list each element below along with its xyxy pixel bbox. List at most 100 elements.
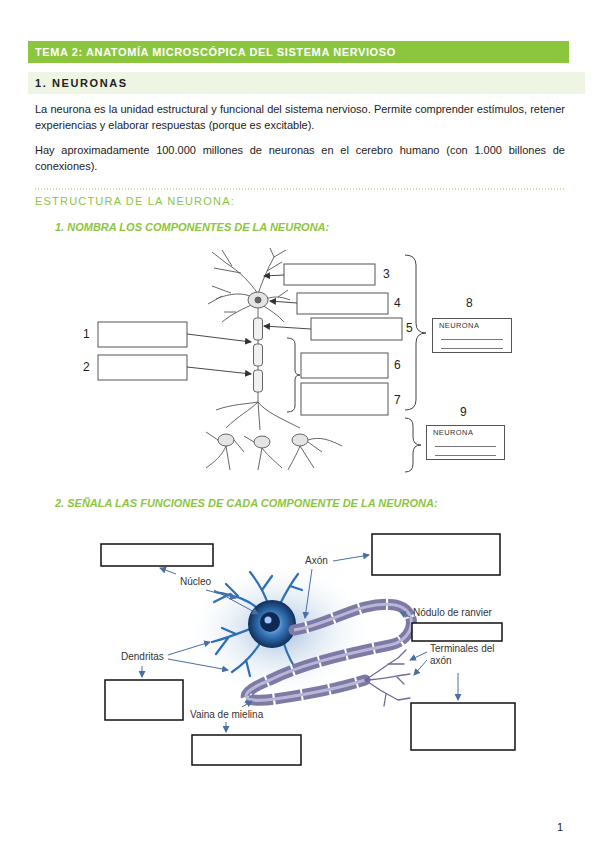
neuron-illustration-part [280,574,302,604]
answer-box-part [412,623,502,641]
neuron-illustration [185,560,411,706]
callout-number: 7 [394,392,401,408]
neuron-drawing-part [254,318,263,340]
neuron-illustration-part [250,572,272,604]
neuron-drawing-part [262,305,284,322]
neuron-illustration-part [260,612,280,632]
neuron-illustration-part [365,674,410,684]
neuron-drawing-part [218,434,234,446]
answer-box-part [297,293,388,314]
neuron-drawing-part [244,436,282,470]
neuron-drawing-part [248,292,268,308]
neuron-drawing-part [206,432,244,470]
neuron-drawing-part [288,438,342,470]
card-heading: NEURONA [439,321,505,331]
label-text: 1 [557,820,563,834]
neuron-drawing-part [258,248,286,294]
leader-arrow-part [226,722,227,732]
neuron-illustration-part [232,640,262,676]
brace-part [405,418,421,472]
answer-box [101,534,515,765]
title-text: TEMA 2: ANATOMÍA MICROSCÓPICA DEL SISTEM… [28,41,569,63]
brace-part [287,338,300,412]
neuron-drawing-part [254,436,270,448]
neuron-illustration-part [246,604,411,700]
leader-arrow-part [168,642,210,655]
leader-arrow-part [160,568,176,574]
label-text: Terminales del axón [430,643,496,667]
dotted-rule [35,189,565,190]
leader-arrow-part [305,569,312,618]
neuron-drawing-part [208,286,254,304]
leader-arrow [187,275,311,374]
leader-arrow-part [242,701,252,707]
answer-box-part [301,383,388,415]
leader-arrow-part [187,334,251,342]
label-text: Axón [305,554,328,567]
callout-number: 2 [83,359,90,375]
neuron-illustration-part [246,604,411,700]
neuron-drawing-part [222,304,254,322]
answer-box-part [101,544,213,566]
brace-part [405,255,426,410]
callout-number: 6 [394,357,401,373]
card-heading: NEURONA [433,428,498,438]
label-text: Dendritas [121,650,164,663]
neuron-illustration-part [246,604,411,700]
answer-card: NEURONA [426,425,505,460]
leader-arrow-part [333,555,369,561]
neuron-drawing-part [216,402,300,430]
leader-arrow-part [458,673,459,700]
answer-box-part [372,534,500,575]
leader-arrow-part [400,612,410,617]
neuron-illustration-part [265,617,272,624]
body-paragraph: La neurona es la unidad estructural y fu… [35,101,565,133]
label-text: Nódulo de ranvier [413,606,492,619]
callout-number: 8 [466,295,473,311]
answer-box [98,264,402,415]
neuron-illustration-part [365,680,410,706]
answer-box-part [105,680,183,720]
section-band: 1. NEURONAS [28,72,585,94]
callout-number: 3 [383,266,390,282]
answer-box-part [98,355,187,380]
leader-arrow-part [270,301,297,303]
callout-number: 5 [406,320,413,336]
neuron-drawing-part [212,250,258,294]
label-text: Núcleo [180,575,211,588]
blank-line [435,447,496,456]
label-text: Vaina de mielina [190,708,263,721]
leader-arrow-part [187,367,251,374]
leader-arrow-part [206,590,236,598]
leader-arrow-part [414,660,427,675]
leader-arrow-part [410,652,427,660]
neuron-drawing-part [254,344,263,366]
blank-line [435,438,496,447]
callout-number: 4 [394,295,401,311]
section-heading: 1. NEURONAS [28,72,585,94]
neuron-drawing-part [292,434,308,446]
answer-box-part [284,264,375,285]
neuron-illustration-part [365,650,410,706]
answer-box-part [411,703,515,750]
answer-box-part [311,318,402,340]
answer-box-part [301,353,388,378]
callout-number: 9 [460,404,467,420]
leader-arrow-part [264,326,311,329]
neuron-illustration-part [212,572,302,676]
brace [287,255,426,472]
callout-number: 1 [83,326,90,342]
answer-card: NEURONA [432,318,512,353]
blank-line [441,331,503,340]
answer-box-part [98,322,187,347]
body-paragraph: Hay aproximadamente 100.000 millones de … [35,142,565,174]
title-band: TEMA 2: ANATOMÍA MICROSCÓPICA DEL SISTEM… [28,41,569,63]
neuron-drawing-part [255,297,261,303]
leader-arrow-part [168,659,228,670]
leader-arrow-part [142,666,143,677]
label-text: 1. NOMBRA LOS COMPONENTES DE LA NEURONA: [55,220,329,234]
answer-box-part [192,735,301,765]
neuron-drawing-part [254,370,263,392]
leader-arrow-part [264,275,284,276]
